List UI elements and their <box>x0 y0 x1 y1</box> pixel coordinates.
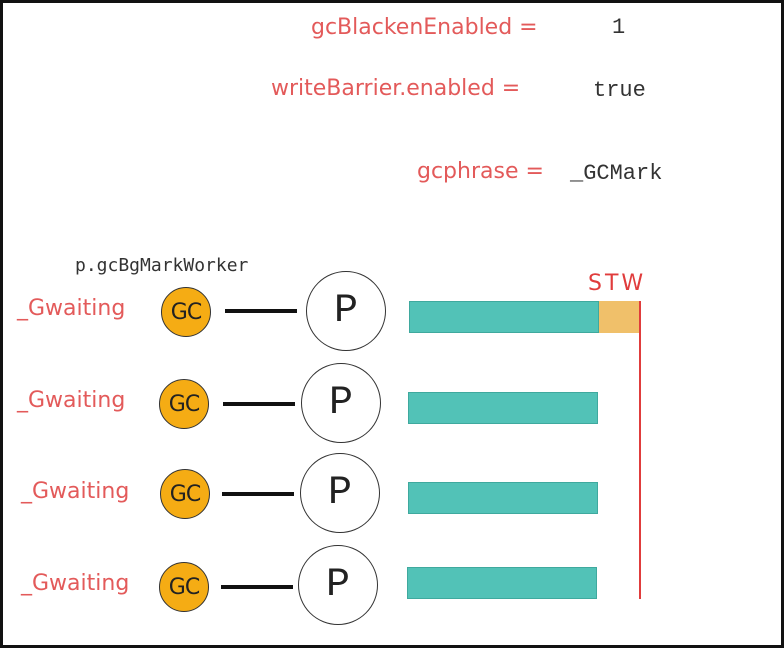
goroutine-status-2: _Gwaiting <box>17 388 126 413</box>
processor-p-4: P <box>298 545 378 625</box>
processor-p-1: P <box>306 271 386 351</box>
gc-worker-badge-4: GC <box>159 562 209 612</box>
var-name-write-barrier-enabled: writeBarrier.enabled = <box>271 76 521 101</box>
gc-worker-badge-1: GC <box>161 287 211 337</box>
goroutine-status-3: _Gwaiting <box>21 479 130 504</box>
gc-p-link-1 <box>225 309 297 313</box>
var-name-gc-blacken-enabled: gcBlackenEnabled = <box>311 15 538 40</box>
var-name-gcphrase: gcphrase = <box>417 159 544 184</box>
timeline-bar-1 <box>409 301 599 333</box>
var-value-write-barrier-enabled: true <box>593 78 646 103</box>
timeline-bar-3 <box>408 482 598 514</box>
var-value-gc-blacken-enabled: 1 <box>612 15 626 40</box>
gc-worker-badge-2: GC <box>159 379 209 429</box>
gc-p-link-3 <box>222 492 294 496</box>
stw-label: STW <box>588 271 647 296</box>
gc-p-link-4 <box>221 585 293 589</box>
stw-segment-1 <box>599 301 639 333</box>
timeline-bar-4 <box>407 567 597 599</box>
gc-p-link-2 <box>223 402 295 406</box>
goroutine-status-4: _Gwaiting <box>21 571 130 596</box>
processor-p-2: P <box>301 363 381 443</box>
gc-worker-badge-3: GC <box>160 469 210 519</box>
processor-p-3: P <box>300 453 380 533</box>
worker-label: p.gcBgMarkWorker <box>75 255 249 276</box>
timeline-bar-2 <box>408 392 598 424</box>
var-value-gcphrase: _GCMark <box>570 161 663 186</box>
goroutine-status-1: _Gwaiting <box>17 296 126 321</box>
stw-line <box>639 301 641 599</box>
